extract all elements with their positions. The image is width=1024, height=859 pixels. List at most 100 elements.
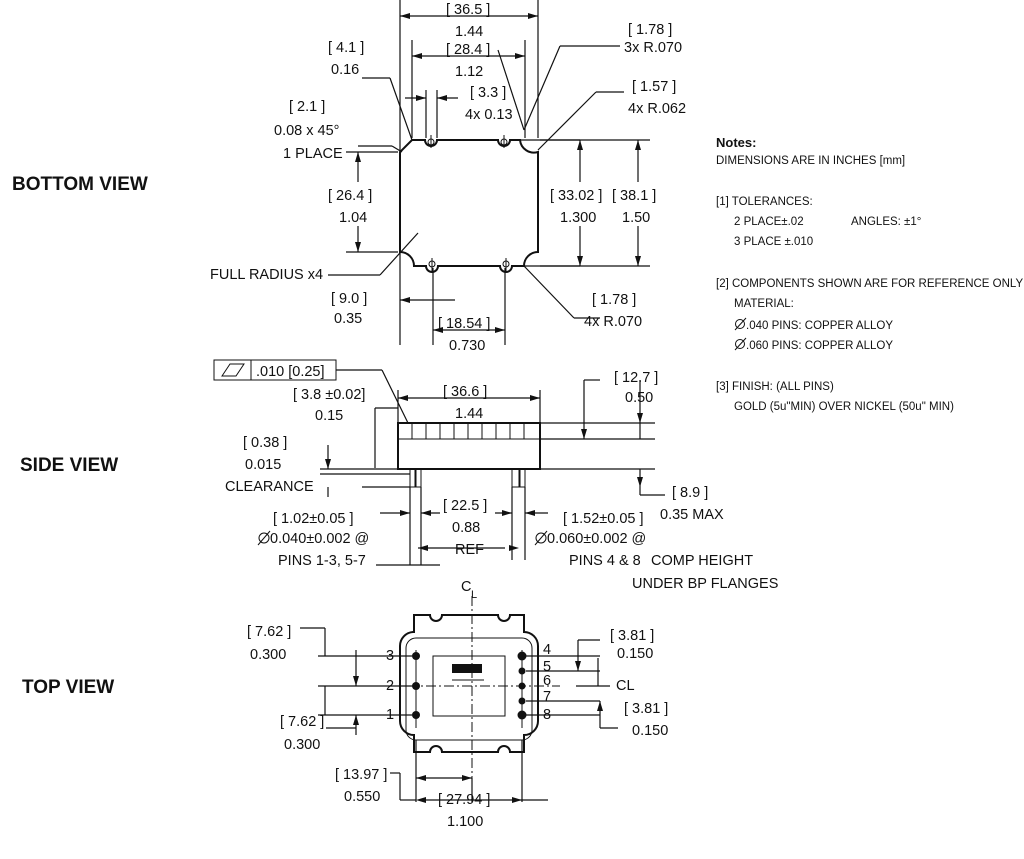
pitch-left-bot-mm: [ 7.62 ] [280,714,324,730]
height-inner-in: 1.04 [339,210,367,226]
pin-label-6: 6 [543,673,551,689]
offset-mm: [ 13.97 ] [335,767,387,783]
diameter-symbol-icon [534,530,548,546]
height-in: 0.50 [625,390,653,406]
inner-width-in: 1.12 [455,64,483,80]
pin2-diameter: 0.060±0.002 @ [547,531,646,547]
top-view-pins [412,651,527,720]
ref-label: REF [455,542,484,558]
height-inner-mm: [ 26.4 ] [328,188,372,204]
pin1-pins: PINS 1-3, 5-7 [278,553,366,569]
bottom-edge-mm: [ 9.0 ] [331,291,367,307]
pitch-right-bot-mm: [ 3.81 ] [624,701,668,717]
notes-title: Notes: [716,135,756,150]
ref-mm: [ 22.5 ] [443,498,487,514]
slot-spacing-mm: [ 18.54 ] [438,316,490,332]
flange-in: 0.15 [315,408,343,424]
pin-label-1: 1 [386,707,394,723]
radius-b-mm: [ 1.57 ] [632,79,676,95]
pin-label-4: 4 [543,642,551,658]
pin-label-3: 3 [386,648,394,664]
centerline-top: C [461,579,471,595]
chamfer-note: 1 PLACE [283,146,343,162]
radius-a-in: 3x R.070 [624,40,682,56]
side-view-text: .010 [0.25] [ 3.8 ±0.02] 0.15 [ 36.6 ] 1… [225,364,778,592]
slot-mm: [ 3.3 ] [470,85,506,101]
clearance-in: 0.015 [245,457,281,473]
pin1-mm: [ 1.02±0.05 ] [273,511,354,527]
overall-width-mm: [ 36.5 ] [446,2,490,18]
notes-block: Notes: DIMENSIONS ARE IN INCHES [mm] [1]… [716,135,1023,413]
top-view-dimensions [300,627,618,803]
notes-tol-3place: 3 PLACE ±.010 [734,236,813,248]
offset-in: 0.550 [344,789,380,805]
pitch-right-top-in: 0.150 [617,646,653,662]
notes-tolerances-title: [1] TOLERANCES: [716,196,813,208]
edge-in: 0.16 [331,62,359,78]
diameter-symbol-icon [734,337,747,351]
chamfer-in: 0.08 x 45° [274,123,339,139]
side-view-label: SIDE VIEW [20,455,118,476]
slot-in: 4x 0.13 [465,107,513,123]
pin-length-mm: [ 8.9 ] [672,485,708,501]
notes-pins-060: .060 PINS: COPPER ALLOY [746,340,893,352]
pitch-right-bot-in: 0.150 [632,723,668,739]
span-in: 1.100 [447,814,483,830]
height-total-in: 1.50 [622,210,650,226]
bottom-view-label: BOTTOM VIEW [12,174,148,195]
radius-b-in: 4x R.062 [628,101,686,117]
comp-height-line1: COMP HEIGHT [651,553,753,569]
radius-c-mm: [ 1.78 ] [592,292,636,308]
pin-label-2: 2 [386,678,394,694]
top-view-label: TOP VIEW [22,677,114,698]
pin-length-in: 0.35 MAX [660,507,724,523]
top-view-text: C L CL [ 7.62 ] 0.300 [ 7.62 ] 0.300 [ 3… [247,579,668,830]
height-mm: [ 12.7 ] [614,370,658,386]
centerline-right: CL [616,678,635,694]
notes-finish-desc: GOLD (5u"MIN) OVER NICKEL (50u" MIN) [734,401,954,413]
pitch-right-top-mm: [ 3.81 ] [610,628,654,644]
height-mid-mm: [ 33.02 ] [550,188,602,204]
full-radius-label: FULL RADIUS x4 [210,267,323,283]
bottom-view-dimensions [328,0,650,345]
overall-width-in: 1.44 [455,24,483,40]
flange-mm: [ 3.8 ±0.02] [293,387,365,403]
pin1-diameter: 0.040±0.002 @ [270,531,369,547]
notes-dims: DIMENSIONS ARE IN INCHES [mm] [716,155,905,167]
edge-mm: [ 4.1 ] [328,40,364,56]
bottom-view-outline [399,135,539,273]
pin2-pins: PINS 4 & 8 [569,553,641,569]
chamfer-mm: [ 2.1 ] [289,99,325,115]
top-view-outline [390,596,560,778]
comp-height-line2: UNDER BP FLANGES [632,576,778,592]
radius-c-in: 4x R.070 [584,314,642,330]
height-total-mm: [ 38.1 ] [612,188,656,204]
pin-label-8: 8 [543,707,551,723]
diameter-symbol-icon [257,530,271,546]
bottom-view-text: [ 36.5 ] 1.44 [ 4.1 ] 0.16 [ 28.4 ] 1.12… [210,2,686,354]
notes-components: [2] COMPONENTS SHOWN ARE FOR REFERENCE O… [716,278,1023,290]
flatness-value: .010 [0.25] [256,364,325,380]
inner-width-mm: [ 28.4 ] [446,42,490,58]
pitch-left-top-mm: [ 7.62 ] [247,624,291,640]
radius-a-mm: [ 1.78 ] [628,22,672,38]
body-width-in: 1.44 [455,406,483,422]
pin-label-7: 7 [543,689,551,705]
height-mid-in: 1.300 [560,210,596,226]
pitch-left-bot-in: 0.300 [284,737,320,753]
clearance-label: CLEARANCE [225,479,314,495]
pin2-mm: [ 1.52±0.05 ] [563,511,644,527]
notes-material: MATERIAL: [734,298,794,310]
clearance-mm: [ 0.38 ] [243,435,287,451]
pitch-left-top-in: 0.300 [250,647,286,663]
side-view-dimensions [213,359,665,566]
notes-finish-title: [3] FINISH: (ALL PINS) [716,381,834,393]
notes-tol-2place: 2 PLACE±.02 [734,216,804,228]
slot-spacing-in: 0.730 [449,338,485,354]
notes-tol-angles: ANGLES: ±1° [851,216,921,228]
side-view-body [397,422,541,488]
diameter-symbol-icon [734,317,747,331]
body-width-mm: [ 36.6 ] [443,384,487,400]
bottom-edge-in: 0.35 [334,311,362,327]
